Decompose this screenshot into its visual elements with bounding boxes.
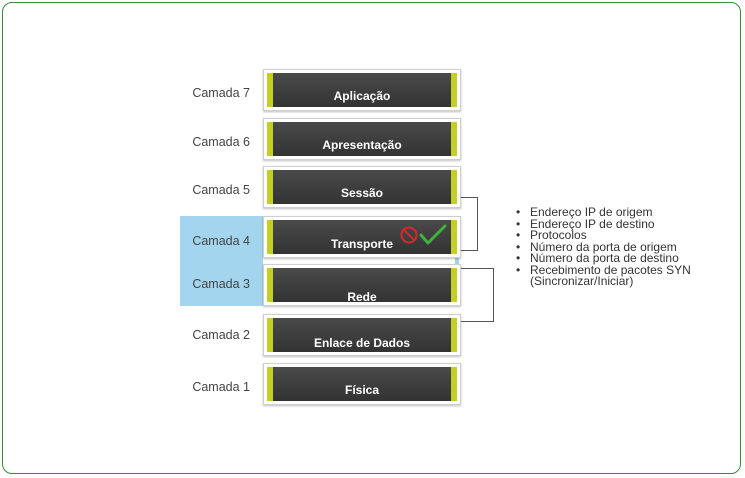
list-item: Recebimento de pacotes SYN (Sincronizar/… bbox=[516, 264, 730, 288]
layer-5-name: Sessão bbox=[340, 186, 384, 200]
layer-highlight bbox=[180, 216, 263, 306]
layer-7-name: Aplicação bbox=[333, 89, 391, 103]
layer-5-label: Camada 5 bbox=[192, 183, 250, 197]
layer-2-block: Enlace de Dados bbox=[263, 314, 461, 356]
layer-6-block: Apresentação bbox=[263, 118, 461, 160]
layer-2-name: Enlace de Dados bbox=[313, 336, 411, 350]
layer-1-name: Física bbox=[344, 383, 380, 397]
layer-1-block: Física bbox=[263, 363, 461, 405]
layer-7-label: Camada 7 bbox=[192, 86, 250, 100]
list-item: Endereço IP de destino bbox=[516, 218, 730, 231]
layer-4-name: Transporte bbox=[330, 237, 393, 251]
layer-highlight-edge bbox=[455, 258, 459, 264]
header-fields-list: Endereço IP de origem Endereço IP de des… bbox=[512, 206, 730, 288]
list-item: Número da porta de origem bbox=[516, 241, 730, 254]
diagram-frame bbox=[2, 2, 741, 474]
layer-6-label: Camada 6 bbox=[192, 135, 250, 149]
layer-3-bracket bbox=[461, 268, 494, 322]
layer-3-label: Camada 3 bbox=[192, 277, 250, 291]
layer-5-block: Sessão bbox=[263, 166, 461, 208]
list-item: Protocolos bbox=[516, 229, 730, 242]
layer-4-bracket bbox=[461, 197, 478, 251]
list-item: Número da porta de destino bbox=[516, 252, 730, 265]
layer-7-block: Aplicação bbox=[263, 69, 461, 111]
layer-1-label: Camada 1 bbox=[192, 380, 250, 394]
transport-status-icons bbox=[400, 224, 447, 245]
layer-6-name: Apresentação bbox=[322, 138, 402, 152]
checkmark-icon bbox=[419, 224, 447, 245]
layer-4-block: Transporte bbox=[263, 216, 461, 258]
layer-3-name: Rede bbox=[347, 290, 377, 304]
layer-3-block: Rede bbox=[263, 264, 461, 306]
layer-2-label: Camada 2 bbox=[192, 328, 250, 342]
prohibited-icon bbox=[400, 226, 418, 244]
layer-4-label: Camada 4 bbox=[192, 234, 250, 248]
list-item: Endereço IP de origem bbox=[516, 206, 730, 219]
